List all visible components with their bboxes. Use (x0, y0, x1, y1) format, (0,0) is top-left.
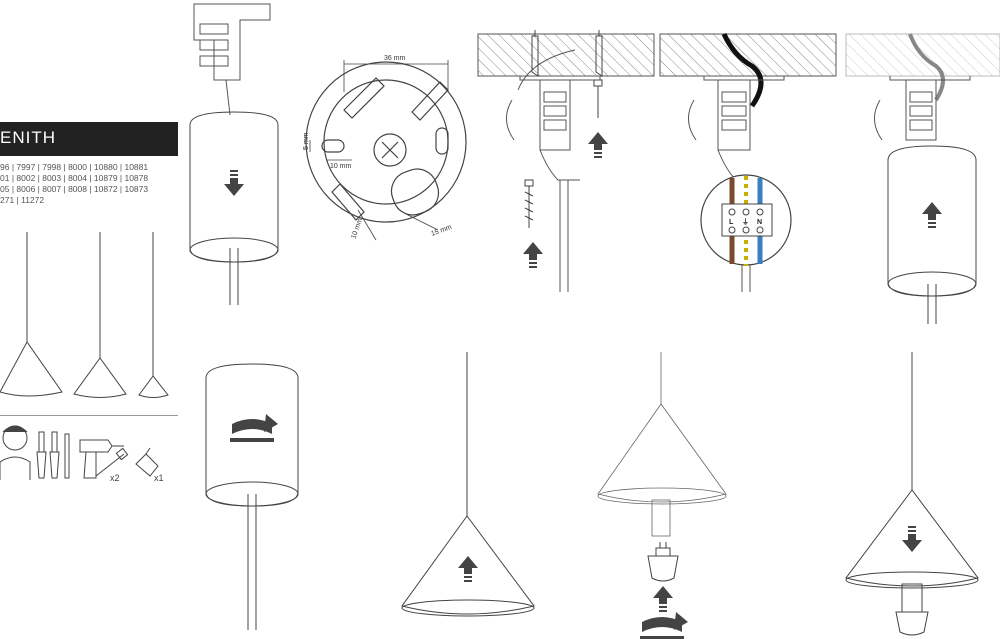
arrow-down-icon (224, 170, 244, 196)
rotate-icon (640, 612, 688, 639)
dim-oval-height: 10 mm (350, 217, 364, 240)
bracket-assembly-3 (874, 33, 971, 141)
screws-qty: x2 (110, 473, 120, 483)
electrician-icon (0, 425, 31, 480)
code-line: 271 | 11272 (0, 195, 45, 205)
dim-width: 36 mm (384, 55, 406, 62)
shade-step-3 (845, 352, 979, 636)
dimension-lines (309, 60, 449, 241)
ceiling-section-1 (477, 33, 655, 77)
bracket-assembly-1 (506, 49, 601, 292)
terminal-live: L (729, 219, 734, 226)
screw-1 (524, 179, 534, 228)
canopy-step-2 (205, 363, 299, 630)
arrow-down-icon (902, 526, 922, 552)
pendant-size-large (0, 232, 63, 397)
arrow-up-icon (523, 242, 543, 268)
gu10-bulb-icon (647, 542, 679, 582)
wall-plugs (531, 30, 603, 77)
code-line: 05 | 8006 | 8007 | 8008 | 10872 | 10873 (0, 184, 149, 194)
shade-step-2 (597, 352, 727, 537)
arrow-up-icon (653, 586, 673, 612)
ceiling-bracket-top (193, 3, 271, 116)
code-line: 01 | 8002 | 8003 | 8004 | 10879 | 10878 (0, 173, 149, 183)
arrow-up-icon (588, 132, 608, 158)
rotate-icon (230, 414, 278, 442)
product-title: ENITH (0, 128, 56, 147)
shade-step-1 (401, 352, 535, 617)
section-divider (0, 415, 178, 416)
terminal-earth: ⏚ (742, 218, 749, 226)
pendant-size-medium (73, 232, 127, 398)
code-line: 96 | 7997 | 7998 | 8000 | 10880 | 10881 (0, 162, 149, 172)
screwdriver-icon (36, 431, 70, 479)
product-codes: 96 | 7997 | 7998 | 8000 | 10880 | 10881 … (0, 162, 178, 206)
mains-cable (721, 32, 764, 108)
arrow-up-icon (458, 556, 478, 582)
mounting-plate (305, 61, 467, 223)
bulb-icon (135, 447, 159, 477)
product-title-bar: ENITH (0, 122, 178, 156)
dim-slot-height: 5 mm (303, 132, 310, 150)
dim-oval-width: 15 mm (430, 224, 453, 238)
pendant-size-small (138, 232, 169, 398)
dim-slot-width: 10 mm (330, 163, 352, 170)
ceiling-section-2 (659, 33, 837, 77)
canopy-step-3 (887, 145, 977, 324)
drill-icon (79, 439, 124, 479)
terminal-detail (700, 174, 792, 266)
screw-icon (95, 447, 129, 477)
screw-2 (593, 79, 603, 118)
terminal-neutral: N (757, 219, 762, 226)
bulb-qty: x1 (154, 473, 164, 483)
arrow-up-icon (922, 202, 942, 228)
canopy-step-1 (189, 111, 279, 305)
